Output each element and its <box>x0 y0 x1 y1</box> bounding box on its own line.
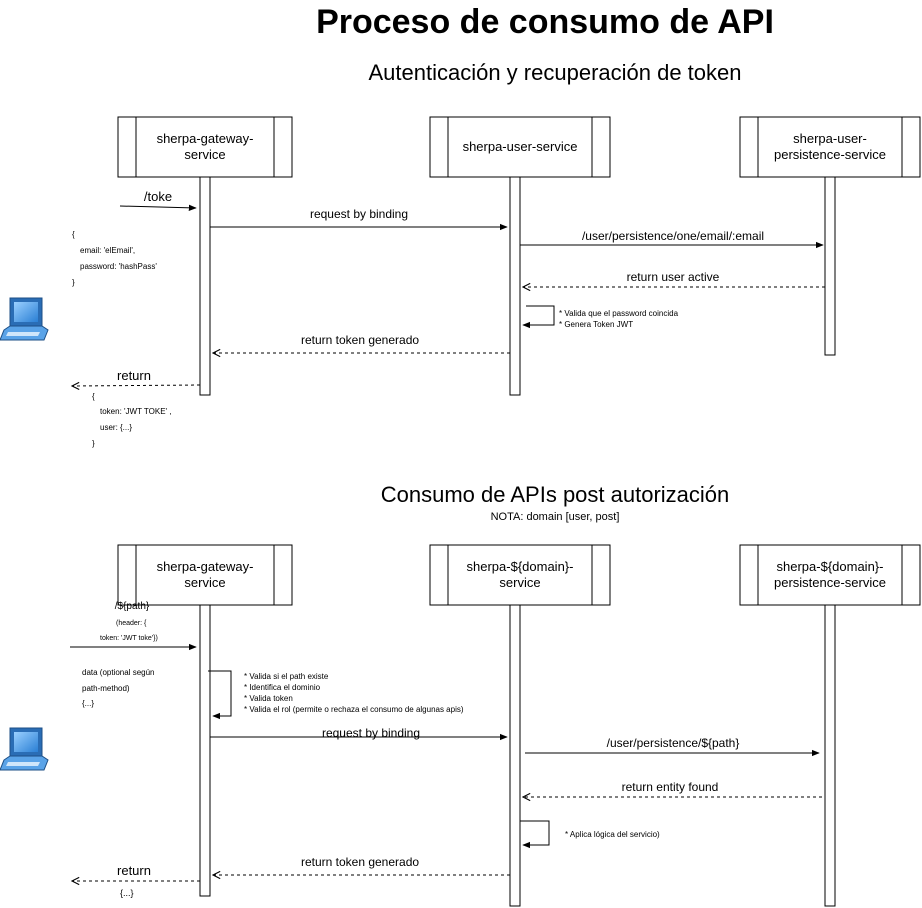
actor-label: sherpa-${domain}- <box>467 559 574 574</box>
actor-domain-service: sherpa-${domain}- service <box>429 544 611 606</box>
message-return-token: return token generado <box>301 333 419 347</box>
gateway-note: * Valida token <box>244 694 293 703</box>
message-toke: /toke <box>144 189 172 204</box>
service-note: * Aplica lógica del servicio) <box>565 830 660 839</box>
self-note: * Genera Token JWT <box>559 320 633 329</box>
actor-user-service: sherpa-user-service <box>429 116 611 178</box>
actor-label: sherpa-${domain}- <box>777 559 884 574</box>
response-body: { token: 'JWT TOKE' , user: {...} } <box>92 392 172 448</box>
actor-label: service <box>184 147 225 162</box>
lifeline-persistence <box>824 176 836 356</box>
actor-label: sherpa-gateway- <box>157 559 254 574</box>
actor-user-persistence-service: sherpa-user- persistence-service <box>739 116 921 178</box>
body-line: email: 'elEmail', <box>80 246 135 255</box>
gateway-note: * Identifica el dominio <box>244 683 321 692</box>
data-line: data (optional según <box>82 668 155 677</box>
body-line: { <box>72 230 75 239</box>
actor-gateway-service: sherpa-gateway- service <box>117 116 293 178</box>
lifeline-gateway <box>199 176 211 396</box>
response-line: } <box>92 439 95 448</box>
message-persistence-path: /user/persistence/one/email/:email <box>582 229 764 243</box>
message-return-user-active: return user active <box>627 270 720 284</box>
header-line: token: 'JWT toke'}) <box>100 635 158 642</box>
actor-label: sherpa-user-service <box>463 139 578 154</box>
data-line: path-method) <box>82 684 130 693</box>
arrow-self-gateway <box>208 670 232 720</box>
message-path: /${path} <box>115 601 150 612</box>
header-line: (header: { <box>116 620 147 627</box>
actor-label: persistence-service <box>774 575 886 590</box>
arrow-toke <box>119 204 197 212</box>
self-note: * Valida que el password coincida <box>559 309 679 318</box>
message-request-binding: request by binding <box>322 726 420 740</box>
response-line: user: {...} <box>100 423 132 432</box>
actor-domain-persistence-service: sherpa-${domain}- persistence-service <box>739 544 921 606</box>
message-return: return <box>117 368 151 383</box>
message-return-token: return token generado <box>301 855 419 869</box>
laptop-icon <box>0 297 49 341</box>
gateway-note: * Valida el rol (permite o rechaza el co… <box>244 705 464 714</box>
message-return-entity: return entity found <box>622 780 719 794</box>
arrow-return <box>72 385 201 386</box>
lifeline-domain-persistence <box>824 604 836 907</box>
response-body: {...} <box>120 888 134 898</box>
body-line: password: 'hashPass' <box>80 262 157 271</box>
section2-note: NOTA: domain [user, post] <box>491 511 620 523</box>
arrow-self-validate <box>522 305 555 329</box>
actor-label: persistence-service <box>774 147 886 162</box>
lifeline-gateway <box>199 604 211 897</box>
laptop-icon <box>0 727 49 771</box>
main-title: Proceso de consumo de API <box>316 3 774 41</box>
lifeline-domain-service <box>509 604 521 907</box>
message-return: return <box>117 863 151 878</box>
actor-gateway-service: sherpa-gateway- service <box>117 544 293 606</box>
message-persistence-path: /user/persistence/${path} <box>607 736 740 750</box>
section1-heading: Autenticación y recuperación de token <box>368 60 741 85</box>
body-line: } <box>72 278 75 287</box>
actor-label: service <box>499 575 540 590</box>
lifeline-user-service <box>509 176 521 396</box>
response-line: { <box>92 392 95 401</box>
section2-heading: Consumo de APIs post autorización <box>381 482 730 507</box>
response-line: token: 'JWT TOKE' , <box>100 407 172 416</box>
request-body: { email: 'elEmail', password: 'hashPass'… <box>72 230 157 287</box>
gateway-note: * Valida si el path existe <box>244 672 329 681</box>
actor-label: sherpa-gateway- <box>157 131 254 146</box>
actor-label: service <box>184 575 225 590</box>
message-request-binding: request by binding <box>310 207 408 221</box>
arrow-self-service <box>520 820 550 849</box>
actor-label: sherpa-user- <box>793 131 867 146</box>
data-line: {...} <box>82 699 94 708</box>
